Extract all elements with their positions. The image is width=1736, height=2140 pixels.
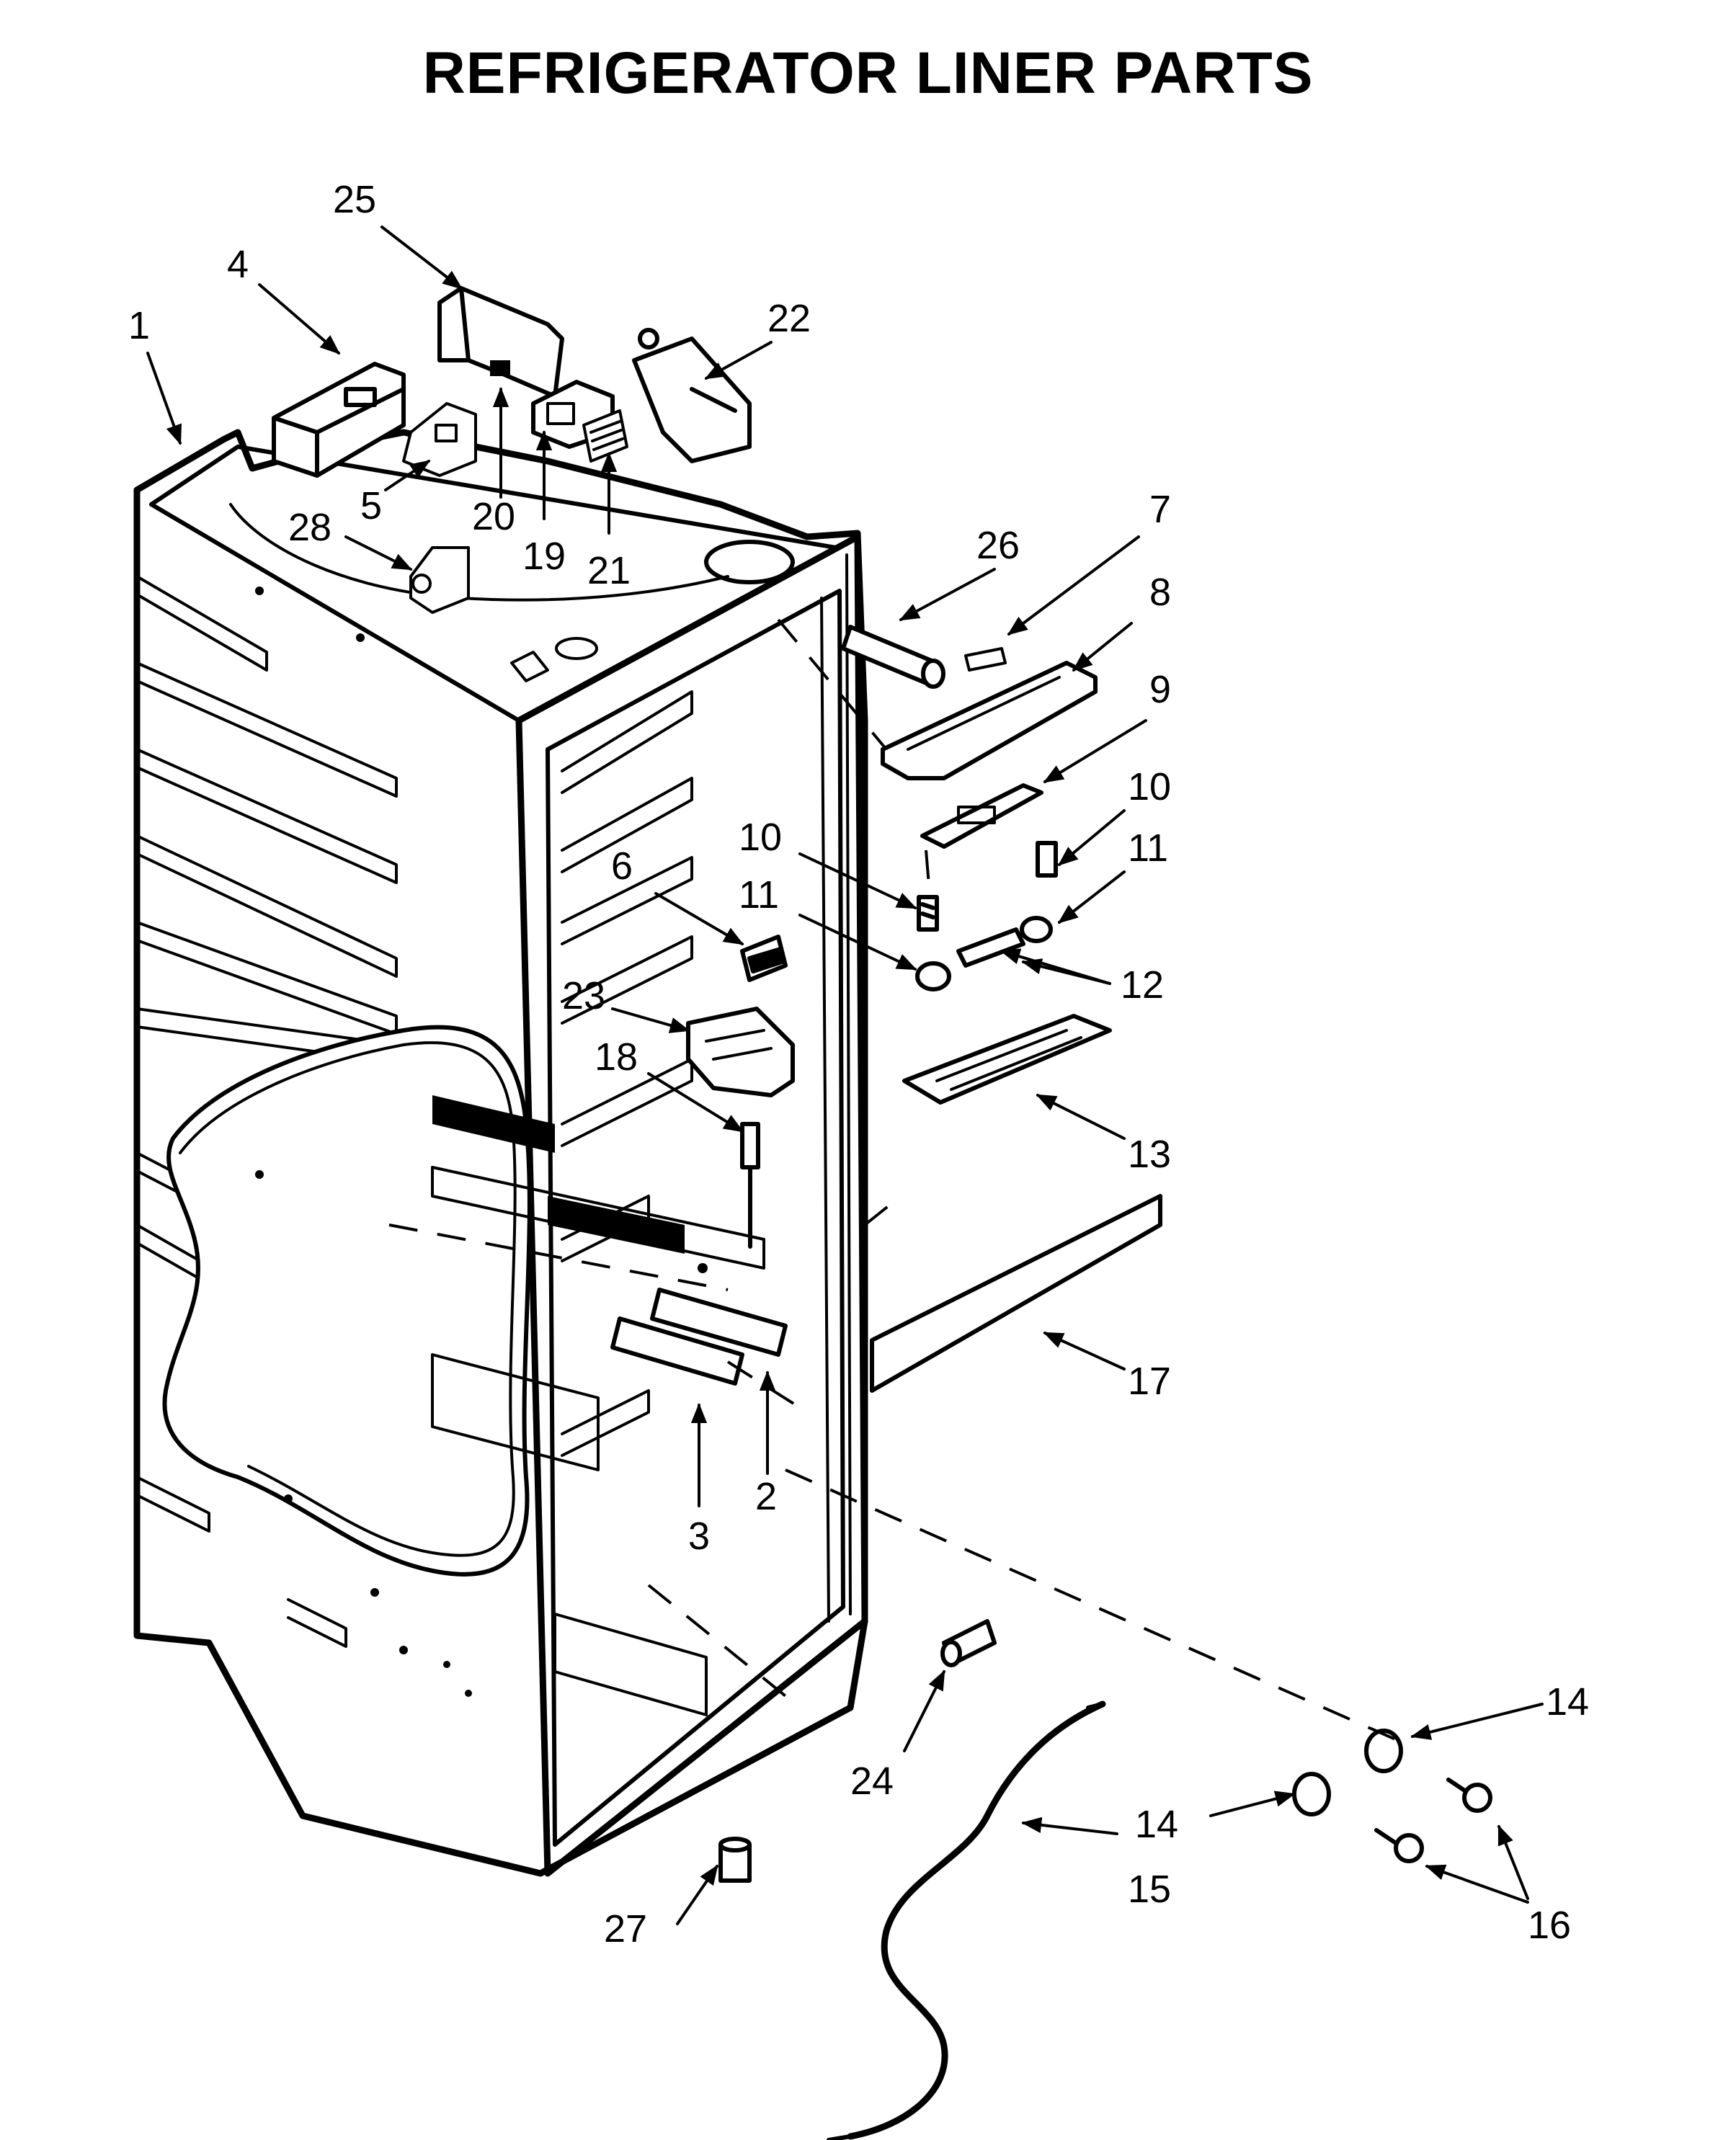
callout-28: 28 bbox=[288, 506, 331, 549]
callout-10a: 10 bbox=[1128, 765, 1171, 808]
part-16-screw-bottom bbox=[1374, 1828, 1424, 1863]
callout-21: 21 bbox=[587, 549, 631, 592]
part-2-plate bbox=[650, 1288, 788, 1357]
part-3-plate bbox=[610, 1316, 744, 1386]
part-14-nut-top bbox=[1364, 1729, 1403, 1773]
callout-27: 27 bbox=[604, 1907, 647, 1950]
part-14-nut-bottom bbox=[1292, 1772, 1331, 1816]
callout-13: 13 bbox=[1128, 1133, 1171, 1176]
part-4-bracket bbox=[272, 362, 406, 478]
callout-18: 18 bbox=[595, 1035, 638, 1079]
part-12-sockets bbox=[956, 927, 1025, 968]
assembly-lines bbox=[388, 618, 1406, 1745]
part-6-bracket bbox=[740, 935, 788, 982]
callout-8: 8 bbox=[1149, 571, 1171, 614]
liner-shell bbox=[133, 429, 868, 1877]
callout-10b: 10 bbox=[739, 816, 782, 859]
part-21-panel bbox=[582, 409, 628, 463]
callout-2: 2 bbox=[755, 1475, 777, 1518]
part-10-screw-left bbox=[917, 895, 939, 932]
callout-4: 4 bbox=[227, 243, 249, 286]
callout-23: 23 bbox=[562, 974, 605, 1017]
part-28-assembly bbox=[409, 546, 470, 614]
part-22-damper bbox=[632, 328, 752, 463]
callout-24: 24 bbox=[850, 1760, 894, 1803]
callout-14b: 14 bbox=[1135, 1803, 1178, 1846]
callout-22: 22 bbox=[767, 297, 811, 340]
callout-6: 6 bbox=[611, 844, 633, 888]
callout-16: 16 bbox=[1528, 1904, 1571, 1947]
part-27-cap bbox=[718, 1837, 752, 1883]
callout-15: 15 bbox=[1128, 1868, 1171, 1911]
callout-14a: 14 bbox=[1546, 1680, 1589, 1724]
callout-1: 1 bbox=[128, 304, 150, 347]
part-10-screw-right bbox=[1036, 841, 1058, 878]
part-5-cover bbox=[402, 402, 477, 477]
callout-3: 3 bbox=[688, 1515, 710, 1558]
callout-17: 17 bbox=[1128, 1360, 1171, 1403]
part-8-housing bbox=[881, 661, 1098, 780]
callout-11a: 11 bbox=[1128, 826, 1168, 870]
callout-25: 25 bbox=[333, 178, 376, 221]
part-9-lens bbox=[920, 783, 1043, 849]
part-7-clip bbox=[964, 647, 1007, 672]
callout-labels: 1 2 3 4 5 6 7 8 9 10 10 11 11 12 13 14 1… bbox=[128, 178, 1589, 1950]
leader-arrows bbox=[146, 226, 1544, 1925]
callout-19: 19 bbox=[522, 535, 566, 578]
part-26-filter bbox=[841, 625, 945, 689]
part-24-grommet bbox=[940, 1619, 997, 1667]
part-11-bulb-right bbox=[1020, 916, 1053, 943]
callout-11b: 11 bbox=[739, 873, 779, 917]
diagram-title: REFRIGERATOR LINER PARTS bbox=[422, 40, 1314, 106]
part-13-shelf bbox=[902, 1014, 1112, 1105]
callout-5: 5 bbox=[360, 484, 382, 527]
part-11-bulb-left bbox=[915, 961, 951, 991]
part-16-screw-top bbox=[1446, 1778, 1492, 1813]
callout-12: 12 bbox=[1121, 963, 1164, 1007]
part-25-duct bbox=[437, 286, 564, 398]
callout-7: 7 bbox=[1149, 488, 1171, 531]
callout-9: 9 bbox=[1149, 668, 1171, 711]
part-20-clip bbox=[490, 360, 510, 376]
callout-20: 20 bbox=[472, 495, 515, 538]
part-23-housing bbox=[686, 1007, 795, 1097]
callout-26: 26 bbox=[976, 524, 1020, 567]
part-17-cover bbox=[870, 1194, 1162, 1393]
part-15-tube bbox=[827, 1700, 1106, 2140]
part-18-thermistor bbox=[740, 1122, 760, 1249]
